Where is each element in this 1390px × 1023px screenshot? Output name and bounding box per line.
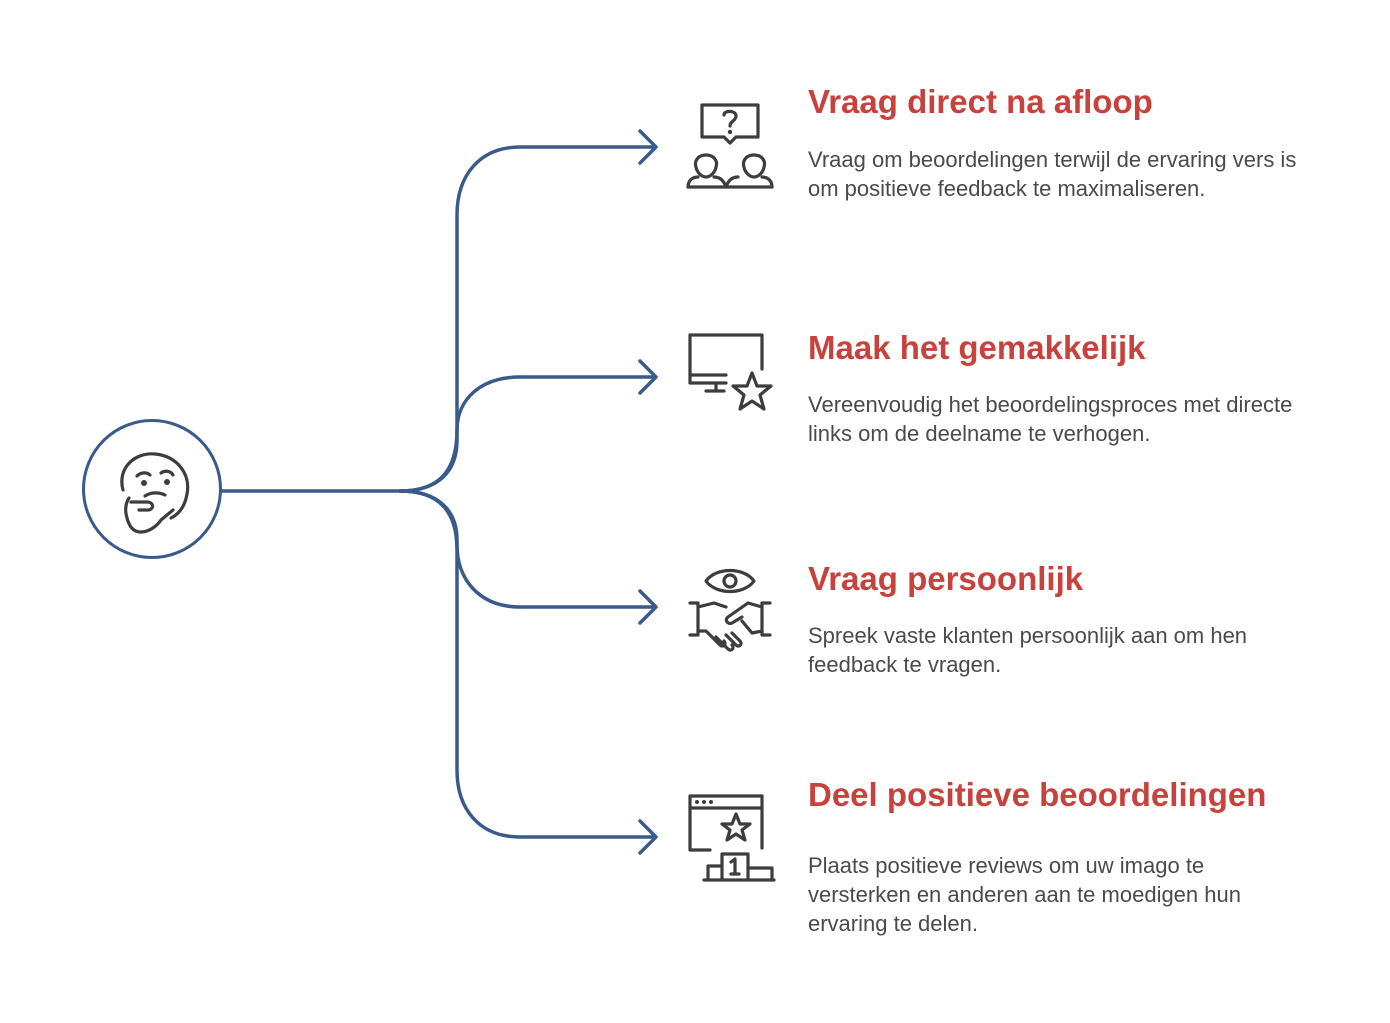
arrowhead-4 bbox=[638, 819, 658, 855]
connector-branch-1 bbox=[398, 145, 657, 493]
arrowhead-2 bbox=[638, 359, 658, 395]
connector-branch-4 bbox=[398, 489, 657, 839]
connector-branch-2 bbox=[398, 375, 657, 493]
item-4-title: Deel positieve beoordelingen bbox=[808, 776, 1267, 813]
eye-handshake-icon bbox=[688, 568, 772, 652]
item-2-description: Vereenvoudig het beoordelingsproces met … bbox=[808, 392, 1293, 446]
monitor-star-icon bbox=[688, 333, 773, 411]
item-1-description: Vraag om beoordelingen terwijl de ervari… bbox=[808, 147, 1297, 201]
arrowhead-3 bbox=[638, 589, 658, 625]
arrowhead-1 bbox=[638, 129, 658, 165]
item-3-description: Spreek vaste klanten persoonlijk aan om … bbox=[808, 623, 1248, 677]
browser-podium-icon bbox=[688, 794, 776, 882]
thinking-face-icon bbox=[120, 452, 190, 534]
central-hub bbox=[82, 419, 222, 559]
item-3-title: Vraag persoonlijk bbox=[808, 560, 1084, 597]
people-question-icon bbox=[686, 103, 774, 189]
item-2-title: Maak het gemakkelijk bbox=[808, 329, 1146, 366]
connector-branch-3 bbox=[398, 489, 657, 609]
item-4-description: Plaats positieve reviews om uw imago te … bbox=[808, 853, 1241, 936]
item-1-title: Vraag direct na afloop bbox=[808, 83, 1153, 120]
